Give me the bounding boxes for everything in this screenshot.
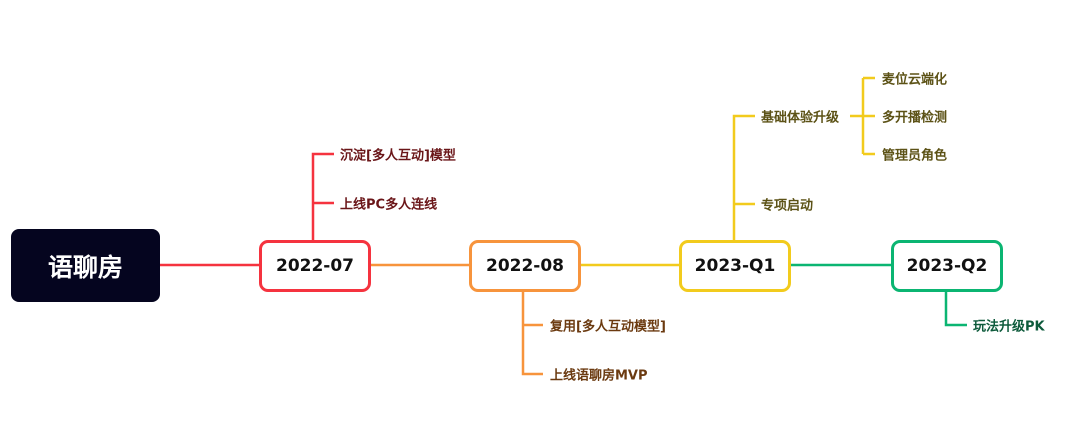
topic-node[interactable]: 专项启动 bbox=[761, 198, 814, 214]
topic-node[interactable]: 上线PC多人连线 bbox=[340, 197, 438, 213]
milestone-2022-08[interactable]: 2022-08 bbox=[469, 240, 581, 292]
topic-node[interactable]: 基础体验升级 bbox=[761, 110, 840, 126]
milestone-2023-q2[interactable]: 2023-Q2 bbox=[891, 240, 1003, 292]
subtopic-node[interactable]: 管理员角色 bbox=[882, 148, 948, 164]
milestone-2023-q1[interactable]: 2023-Q1 bbox=[679, 240, 791, 292]
topic-node[interactable]: 玩法升级PK bbox=[973, 319, 1045, 335]
topic-node[interactable]: 沉淀[多人互动]模型 bbox=[340, 148, 456, 164]
branch-basic-upgrade bbox=[850, 76, 875, 156]
branch-2022-08 bbox=[521, 290, 543, 376]
root-node[interactable]: 语聊房 bbox=[11, 229, 160, 302]
branch-2023-q2 bbox=[944, 290, 967, 327]
topic-node[interactable]: 复用[多人互动模型] bbox=[550, 319, 666, 335]
milestone-2022-07[interactable]: 2022-07 bbox=[259, 240, 371, 292]
subtopic-node[interactable]: 麦位云端化 bbox=[882, 72, 948, 88]
branch-2023-q1 bbox=[732, 114, 755, 240]
topic-node[interactable]: 上线语聊房MVP bbox=[550, 368, 648, 384]
branch-2022-07 bbox=[311, 152, 334, 240]
subtopic-node[interactable]: 多开播检测 bbox=[882, 110, 948, 126]
